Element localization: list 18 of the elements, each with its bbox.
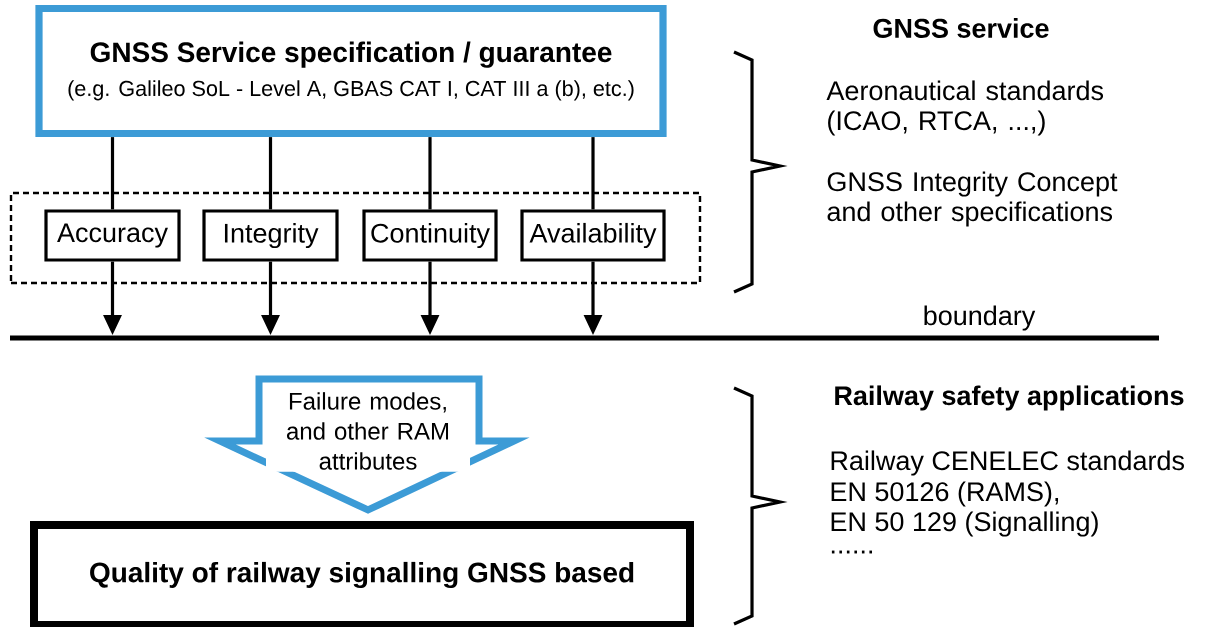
attribute-box: Continuity	[362, 209, 498, 262]
attribute-box: Integrity	[202, 209, 339, 262]
note-text: GNSS Integrity Concept and other specifications	[827, 171, 1118, 227]
heading: GNSS service	[873, 18, 1049, 38]
note-text: Railway CENELEC standards	[831, 450, 1184, 476]
note-text: EN 50126 (RAMS),	[831, 481, 1058, 507]
note-text: Aeronautical standards (ICAO, RTCA, ...,)	[826, 80, 1104, 136]
specification-box: GNSS Service specification / guarantee (e.g. Galileo SoL - Level A, GBAS CAT I, CAT III a (b), etc.)	[35, 4, 667, 138]
attribute-box: Availability	[520, 209, 666, 262]
note-text: ......	[831, 550, 872, 554]
block-arrow	[204, 375, 530, 514]
boundary-label: boundary	[924, 305, 1036, 331]
edge-label: Failure modes, and other RAM attributes	[286, 392, 449, 470]
heading: Railway safety applications	[835, 385, 1184, 411]
result-box: Quality of railway signalling GNSS based	[30, 521, 694, 627]
attribute-box: Accuracy	[44, 209, 181, 262]
dashed-frame	[9, 191, 702, 285]
note-text: EN 50 129 (Signalling)	[831, 511, 1098, 537]
